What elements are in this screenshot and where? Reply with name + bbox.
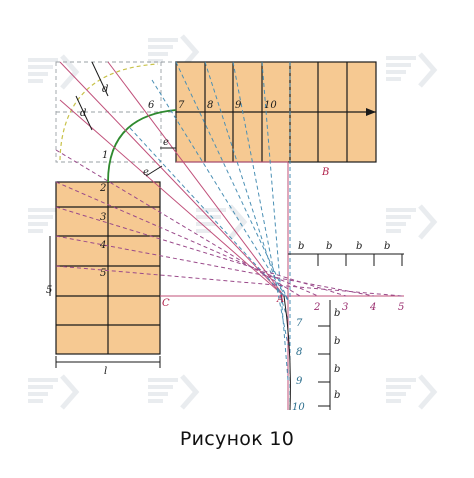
b-label-v1: b [334,308,340,319]
flight-direction-arrow [176,108,376,116]
b-label-v4: b [334,390,340,401]
hscale-2: 2 [313,302,320,313]
step-label-1: 1 [102,150,108,161]
blue-dashed-lines [129,61,291,406]
dim-e-left: e [143,167,149,178]
step-label-9: 9 [235,100,242,111]
point-B-label: B [321,167,329,178]
vscale-8: 8 [296,347,302,358]
hscale-4: 4 [369,302,376,313]
left-edge-label: 5 [46,285,52,296]
vertical-fan-curve [283,295,291,411]
dim-e-right: e [163,137,169,148]
b-label-h4: b [384,241,390,252]
watermark-icons [28,34,438,410]
step-label-4: 4 [99,240,106,251]
dimension-e [145,147,176,177]
lower-flight [55,181,161,355]
b-label-h2: b [326,241,332,252]
b-label-v3: b [334,364,340,375]
vertical-b-scale [318,300,331,410]
dim-l-label: l [104,366,107,377]
dim-d-left: d [80,108,86,119]
b-label-h1: b [298,241,304,252]
step-label-5: 5 [100,268,106,279]
dim-d-top: d [102,84,108,95]
step-label-10: 10 [264,100,277,111]
stair-logo-icon [28,54,80,90]
step-label-2: 2 [99,183,106,194]
point-A-label: A [276,294,284,305]
horizontal-b-scale [288,253,404,266]
stair-logo-icon [148,374,200,410]
construction-lines [59,61,404,410]
step-label-6: 6 [148,100,155,111]
step-label-3: 3 [100,212,106,223]
winder-walkline-arc [107,109,177,183]
figure-caption: Рисунок 10 [179,428,295,450]
step-label-7: 7 [178,100,185,111]
dimension-l [55,356,161,368]
purple-dashed-lines [55,149,403,297]
vscale-7: 7 [296,318,303,329]
stair-logo-icon [28,374,80,410]
b-label-v2: b [334,336,340,347]
point-C-label: C [162,298,170,309]
stair-logo-icon [386,204,438,240]
b-label-h3: b [356,241,362,252]
stair-logo-icon [386,374,438,410]
stair-logo-icon [386,52,438,88]
dimension-d [75,61,109,131]
vscale-9: 9 [296,376,303,387]
hscale-5: 5 [398,302,404,313]
hscale-3: 3 [342,302,348,313]
step-label-8: 8 [207,100,213,111]
vscale-10: 10 [292,402,305,413]
